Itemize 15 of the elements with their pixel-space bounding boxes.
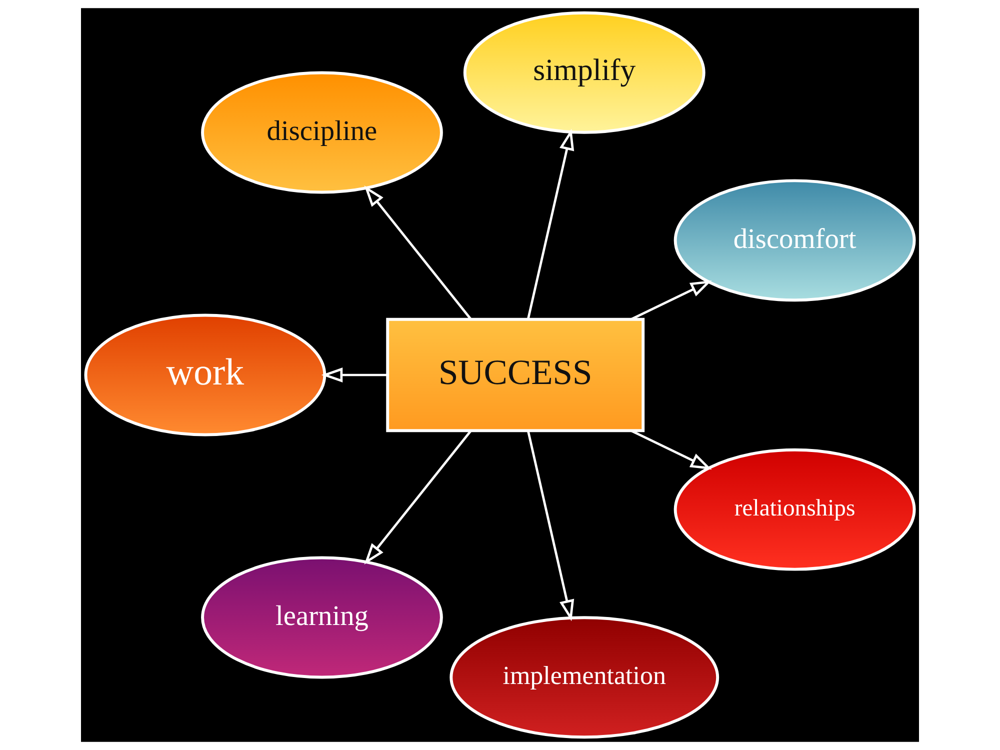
node-ellipse: simplify (463, 11, 706, 134)
arrow (630, 280, 712, 320)
node-ellipse: learning (201, 556, 443, 679)
arrow (630, 430, 712, 470)
node-ellipse: work (84, 314, 326, 436)
node-ellipse: discomfort (674, 179, 916, 302)
node-ellipse: relationships (674, 448, 916, 571)
arrow (526, 430, 574, 622)
node-ellipse: discipline (201, 71, 443, 194)
arrow (321, 368, 388, 382)
arrow (526, 128, 574, 320)
node-ellipse: implementation (450, 616, 720, 739)
arrow (364, 186, 472, 320)
node-box: SUCCESS (386, 318, 645, 432)
arrow (364, 430, 472, 564)
